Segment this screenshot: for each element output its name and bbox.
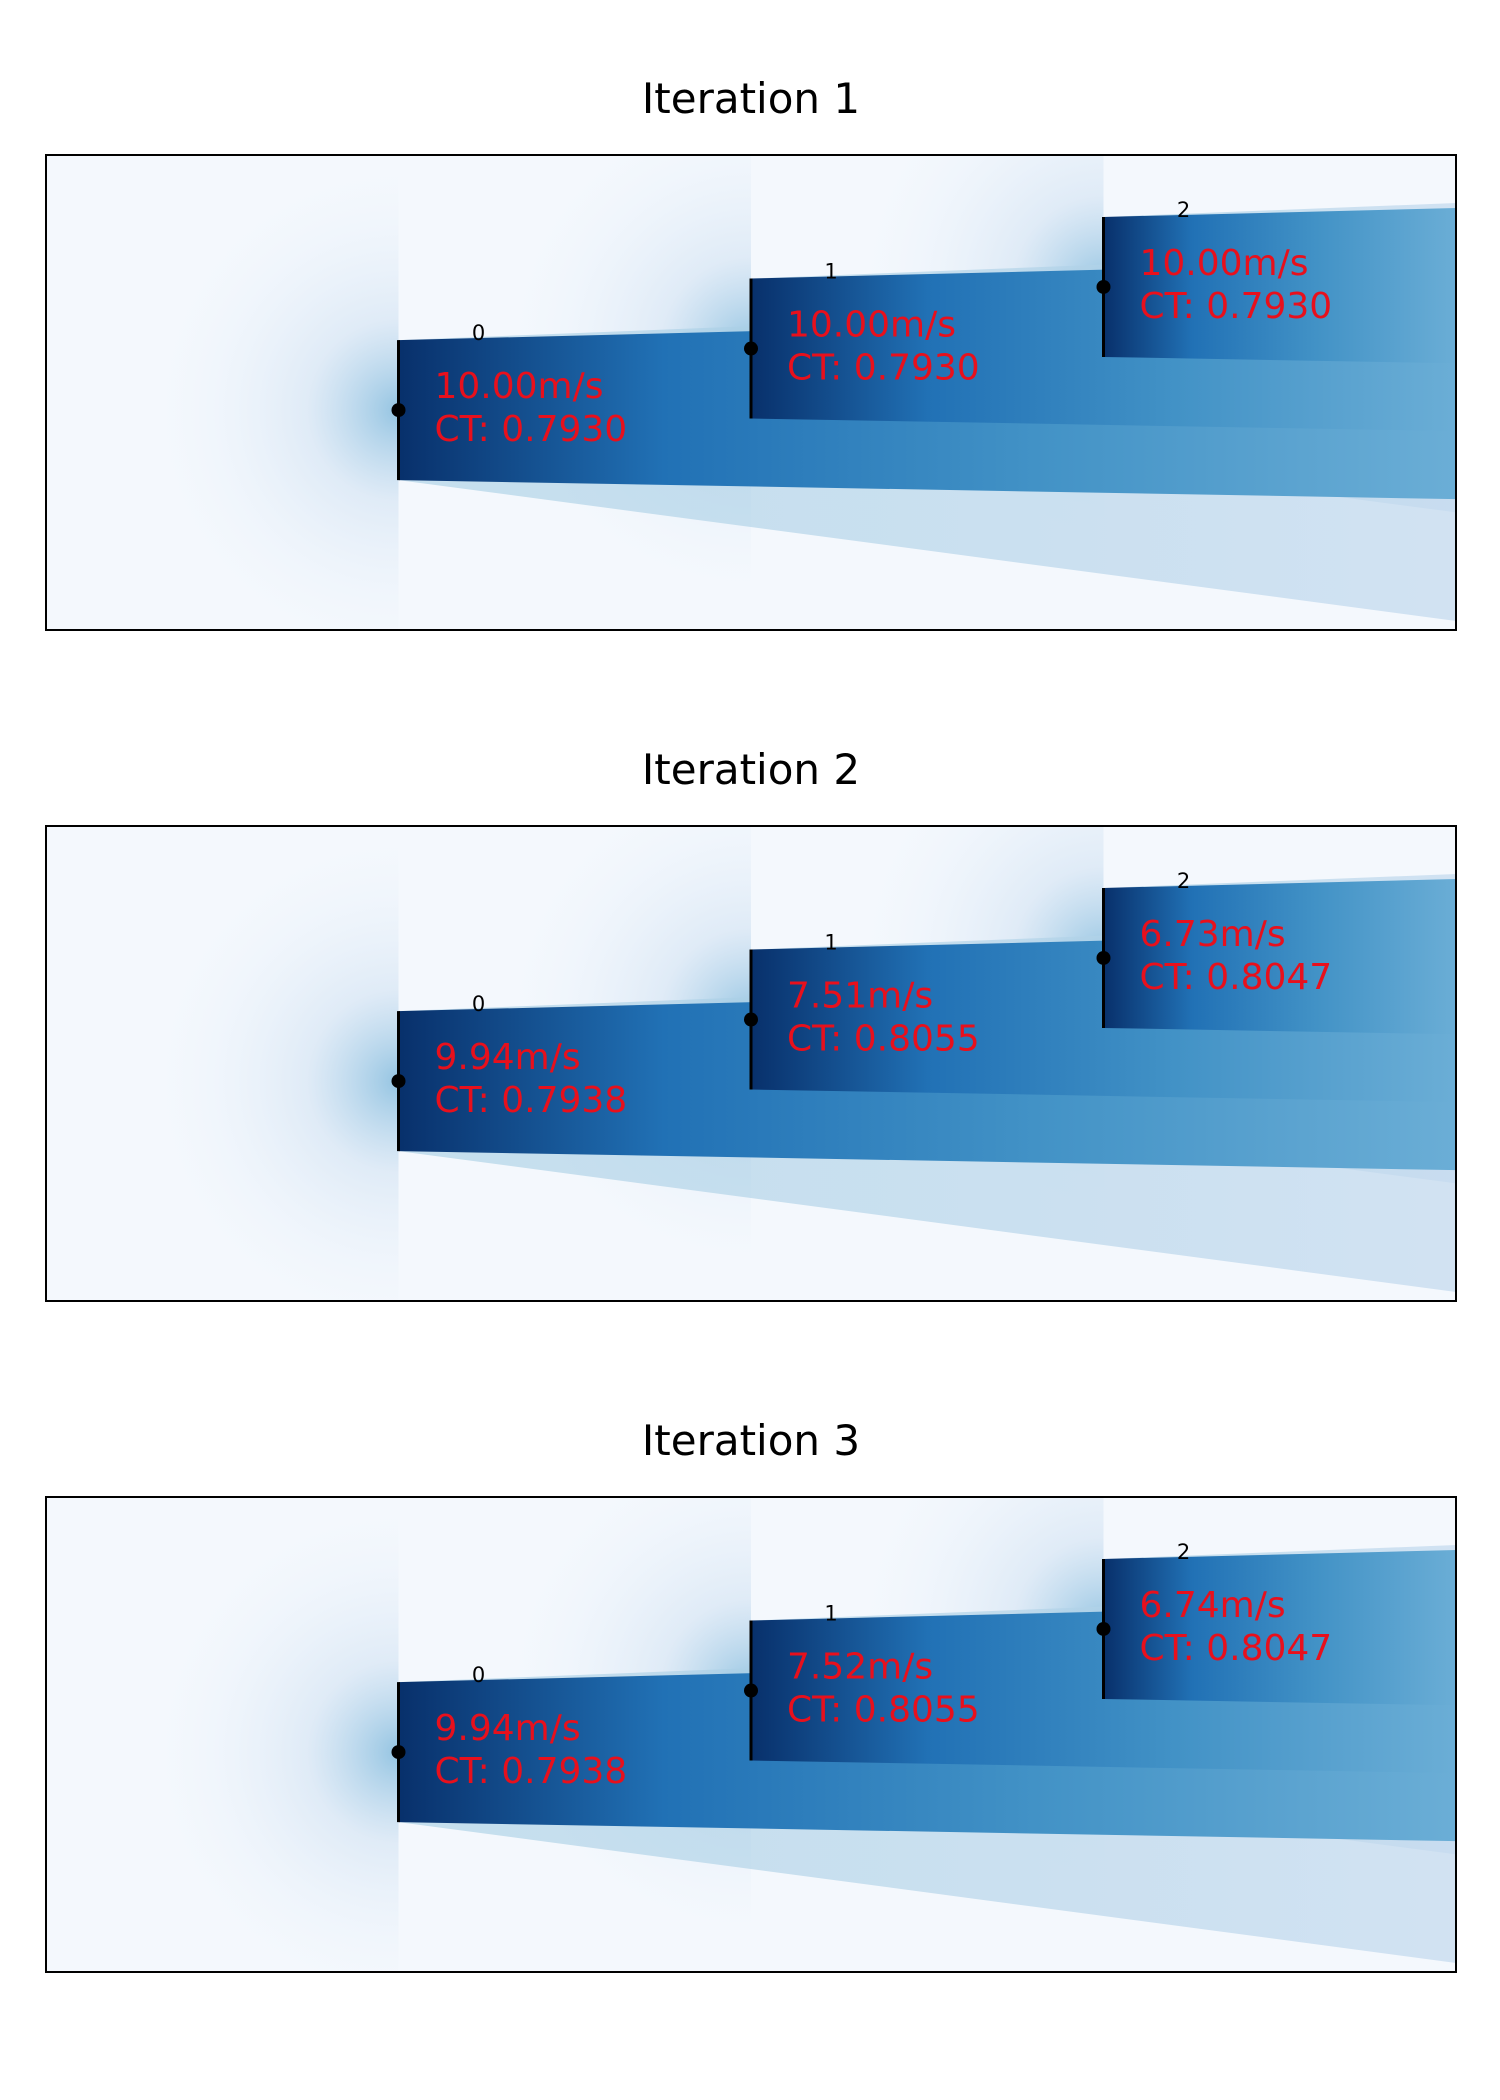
turbine-label-2: 2: [1177, 198, 1190, 222]
turbine-ct-0: CT: 0.7930: [435, 409, 628, 450]
turbine-hub-2: [1096, 950, 1111, 965]
induction-zone: [138, 155, 399, 630]
turbine-hub-1: [744, 1012, 758, 1027]
turbine-speed-0: 9.94m/s: [435, 1037, 581, 1078]
turbine-ct-2: CT: 0.8047: [1140, 1628, 1333, 1669]
turbine-hub-1: [744, 1683, 758, 1698]
panel-3: 0 9.94m/sCT: 0.7938 1 7.52m/sCT: 0.8055 2 6.7…: [45, 1416, 1457, 1973]
axes-frame: [45, 825, 1457, 1302]
turbine-speed-1: 7.51m/s: [787, 976, 933, 1017]
wake-core-2: [1103, 208, 1456, 364]
turbine-ct-0: CT: 0.7938: [435, 1751, 628, 1792]
turbine-label-0: 0: [472, 992, 485, 1016]
wake-core-2: [1103, 1550, 1456, 1706]
turbine-label-2: 2: [1177, 869, 1190, 893]
axes-frame: [45, 1496, 1457, 1973]
chart-title: Iteration 3: [642, 1416, 860, 1465]
flow-field: [138, 1497, 1456, 1972]
turbine-hub-0: [391, 1745, 406, 1760]
flow-field: [138, 826, 1456, 1301]
panel-2: 0 9.94m/sCT: 0.7938 1 7.51m/sCT: 0.8055 2 6.7…: [45, 745, 1457, 1302]
turbine-label-2: 2: [1177, 1540, 1190, 1564]
turbine-speed-2: 6.74m/s: [1140, 1585, 1286, 1626]
turbine-ct-2: CT: 0.8047: [1140, 957, 1333, 998]
induction-zone: [138, 1497, 399, 1972]
turbine-label-1: 1: [824, 260, 837, 284]
turbine-speed-1: 7.52m/s: [787, 1647, 933, 1688]
turbine-hub-1: [744, 341, 758, 356]
turbine-speed-0: 9.94m/s: [435, 1708, 581, 1749]
turbine-hub-0: [391, 403, 406, 418]
turbine-speed-0: 10.00m/s: [435, 366, 604, 407]
axes-frame: [45, 154, 1457, 631]
turbine-ct-2: CT: 0.7930: [1140, 286, 1333, 327]
turbine-label-1: 1: [824, 931, 837, 955]
turbine-hub-0: [391, 1074, 406, 1089]
turbine-label-1: 1: [824, 1602, 837, 1626]
flow-field: [138, 155, 1456, 630]
wake-core-2: [1103, 879, 1456, 1035]
turbine-label-0: 0: [472, 321, 485, 345]
turbine-label-0: 0: [472, 1663, 485, 1687]
turbine-ct-0: CT: 0.7938: [435, 1080, 628, 1121]
turbine-ct-1: CT: 0.7930: [787, 348, 980, 389]
turbine-ct-1: CT: 0.8055: [787, 1690, 980, 1731]
chart-title: Iteration 1: [642, 74, 860, 123]
turbine-hub-2: [1096, 279, 1111, 294]
turbine-ct-1: CT: 0.8055: [787, 1019, 980, 1060]
chart-title: Iteration 2: [642, 745, 860, 794]
turbine-hub-2: [1096, 1621, 1111, 1636]
turbine-speed-2: 10.00m/s: [1140, 243, 1309, 284]
turbine-speed-2: 6.73m/s: [1140, 914, 1286, 955]
induction-zone: [138, 826, 399, 1301]
turbine-speed-1: 10.00m/s: [787, 305, 956, 346]
